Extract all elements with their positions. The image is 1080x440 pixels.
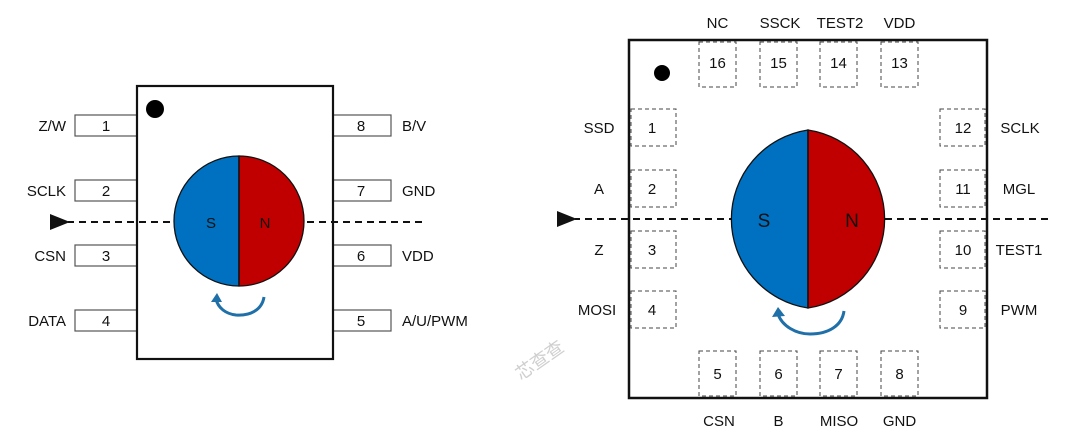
pin-name: Z/W [39,118,67,135]
soic8-magnet: S N [173,155,305,287]
soic8-pin-5: 5 A/U/PWM [332,309,468,332]
magnet-south-half [173,155,240,287]
south-pole-label: S [758,211,771,232]
soic8-pin-7: 7 GND [332,179,436,202]
qfn16-pin-12: 12 SCLK [939,108,1040,147]
pin-name: VDD [884,15,916,32]
pin-number: 2 [102,183,110,200]
qfn16-pin-15: 15 SSCK [759,15,801,88]
pin-number: 1 [102,118,110,135]
pin-number: 9 [959,302,967,319]
pin-number: 1 [648,120,656,137]
pin-number: 4 [648,302,656,319]
magnet-north-half [238,155,305,287]
pin-number: 13 [891,55,908,72]
pin-number: 6 [774,366,782,383]
qfn16-pin-2: 2 A [594,169,677,208]
pin-number: 10 [955,242,972,259]
pin-name: MISO [820,413,858,430]
pin-name: PWM [1001,302,1038,319]
pin-number: 14 [830,55,847,72]
soic8-package: 1 Z/W 2 SCLK 3 CSN 4 DATA 8 B/V 7 GND [27,84,468,361]
pin-name: TEST2 [817,15,864,32]
pin-number: 3 [648,242,656,259]
pin-name: CSN [703,413,735,430]
pin-number: 6 [357,248,365,265]
pin-number: 7 [357,183,365,200]
qfn16-magnet: S N [730,129,886,309]
soic8-pin-4: 4 DATA [28,309,138,332]
qfn16-pin-4: 4 MOSI [578,290,677,329]
pin-name: B/V [402,118,426,135]
qfn16-package: 16 NC 15 SSCK 14 TEST2 13 VDD [557,15,1048,430]
pin-number: 7 [834,366,842,383]
soic8-pin-3: 3 CSN [34,244,138,267]
pin-name: CSN [34,248,66,265]
pin-number: 8 [357,118,365,135]
magnet-north-half [807,129,886,309]
pin-number: 16 [709,55,726,72]
qfn16-pin-7: 7 MISO [819,350,858,430]
qfn16-bottom-pins: 5 CSN 6 B 7 MISO 8 GND [698,350,919,430]
qfn16-pin-16: 16 NC [698,15,737,88]
pin-name: TEST1 [996,242,1043,259]
pin-name: GND [402,183,436,200]
pin-name: A [594,181,604,198]
pin-name: VDD [402,248,434,265]
qfn16-left-pins: 1 SSD 2 A 3 Z 4 MOSI [578,108,677,329]
pin-number: 11 [955,181,971,198]
pin-name: GND [883,413,917,430]
qfn16-pin-3: 3 Z [594,230,677,269]
qfn16-pin-9: 9 PWM [939,290,1038,329]
north-pole-label: N [260,215,271,232]
pin-number: 15 [770,55,787,72]
qfn16-pin-13: 13 VDD [880,15,919,88]
pin-name: SSCK [760,15,801,32]
soic8-pin-2: 2 SCLK [27,179,138,202]
pin-number: 2 [648,181,656,198]
qfn16-pin-11: 11 MGL [939,169,1036,208]
pin-name: MOSI [578,302,616,319]
soic8-pin-6: 6 VDD [332,244,434,267]
pin1-indicator-dot [654,65,670,81]
pin-name: B [773,413,783,430]
south-pole-label: S [206,215,216,232]
qfn16-pin-10: 10 TEST1 [939,230,1043,269]
qfn16-pin-8: 8 GND [880,350,919,430]
pin-number: 4 [102,313,110,330]
rotation-arrow-icon [772,307,846,336]
qfn16-pin-14: 14 TEST2 [817,15,864,88]
qfn16-top-pins: 16 NC 15 SSCK 14 TEST2 13 VDD [698,15,919,88]
soic8-pin-1: 1 Z/W [39,114,138,137]
qfn16-pin-6: 6 B [759,350,798,430]
qfn16-pin-5: 5 CSN [698,350,737,430]
pin-name: SCLK [27,183,66,200]
pin-number: 5 [357,313,365,330]
north-pole-label: N [845,211,859,232]
pin-name: Z [594,242,603,259]
pin-name: DATA [28,313,66,330]
pin-name: SSD [584,120,615,137]
pin-number: 5 [713,366,721,383]
pin1-indicator-dot [146,100,164,118]
pin-number: 8 [895,366,903,383]
watermark-text: 芯查查 [512,337,568,385]
pin-number: 3 [102,248,110,265]
magnet-south-half [730,129,809,309]
qfn16-right-pins: 12 SCLK 11 MGL 10 TEST1 9 PWM [939,108,1043,329]
pin-name: A/U/PWM [402,313,468,330]
pin-name: MGL [1003,181,1036,198]
pin-name: SCLK [1000,120,1039,137]
soic8-pin-8: 8 B/V [332,114,426,137]
qfn16-pin-1: 1 SSD [584,108,677,147]
rotation-arrow-icon [211,293,266,317]
pin-number: 12 [955,120,972,137]
pin-name: NC [707,15,729,32]
